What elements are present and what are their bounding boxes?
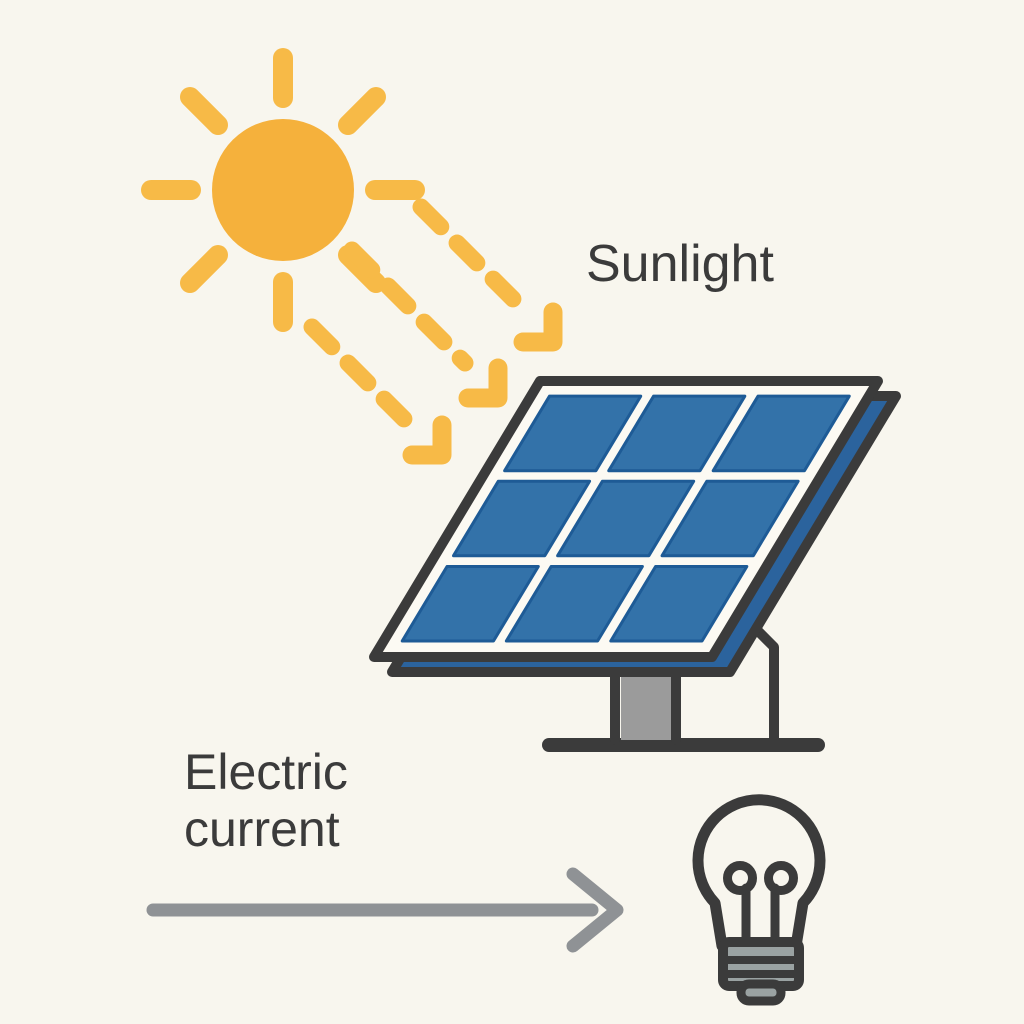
sun-ray-ne xyxy=(338,87,386,135)
panel-cell xyxy=(558,481,694,556)
bulb-filament-right-loop xyxy=(764,861,798,895)
arrowhead xyxy=(513,302,563,352)
panel-cell xyxy=(609,396,745,471)
sunlight-dashed-arrows-icon xyxy=(303,198,563,465)
bulb-glass xyxy=(692,794,826,952)
light-bulb-icon xyxy=(692,794,826,1006)
bulb-filament-left-loop xyxy=(723,861,757,895)
panel-post xyxy=(621,672,671,740)
dashed-line xyxy=(303,318,418,433)
panel-cell xyxy=(662,481,798,556)
bulb-base-tip xyxy=(736,979,786,1006)
dashed-line xyxy=(343,241,474,372)
electric-current-label-line2: current xyxy=(184,801,340,857)
dashed-line xyxy=(412,198,532,318)
panel-cells-grid xyxy=(402,396,849,641)
panel-cell xyxy=(611,566,747,641)
electric-current-arrow-icon xyxy=(146,867,624,953)
panel-cell xyxy=(506,566,642,641)
sun-ray-nw xyxy=(180,87,228,135)
sunlight-label: Sunlight xyxy=(586,235,774,293)
panel-cell xyxy=(402,566,538,641)
sunlight-arrow-top xyxy=(412,198,563,352)
sunlight-arrow-middle xyxy=(343,241,508,408)
sun-ray-sw xyxy=(180,245,228,293)
sun-disc xyxy=(212,119,354,261)
arrowhead xyxy=(458,358,508,408)
solar-panel-icon xyxy=(374,381,896,745)
panel-cell xyxy=(505,396,641,471)
electric-current-label-line1: Electric xyxy=(184,744,348,800)
sun-icon xyxy=(141,48,425,332)
electric-current-label: Electric current xyxy=(184,744,348,858)
sunlight-arrow-bottom xyxy=(303,318,452,465)
arrowhead xyxy=(402,415,452,465)
panel-cell xyxy=(713,396,849,471)
panel-cell xyxy=(454,481,590,556)
arrowhead xyxy=(566,867,624,953)
